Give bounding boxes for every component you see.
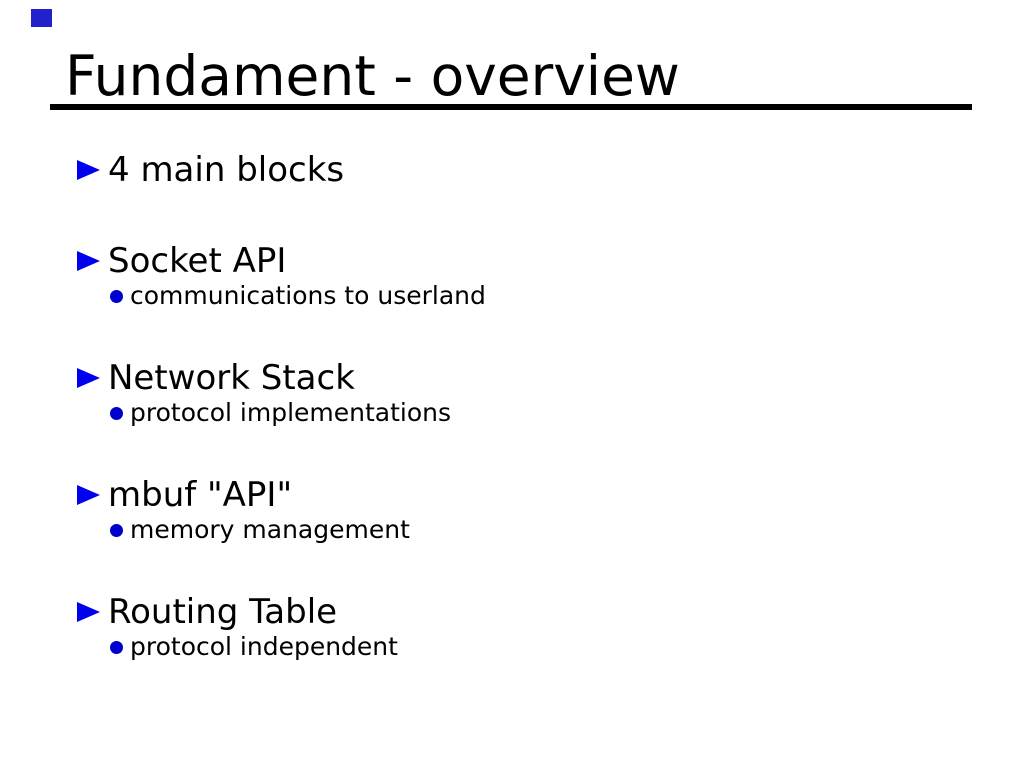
bullet-row: Routing Table: [77, 592, 994, 632]
bullet-label: Socket API: [108, 241, 287, 281]
bullet-row: mbuf "API": [77, 475, 994, 515]
sub-bullet-label: protocol independent: [130, 632, 398, 661]
dot-bullet-icon: [110, 640, 123, 654]
bullet-label: Routing Table: [108, 592, 338, 632]
bullet-row: Socket API: [77, 241, 994, 281]
sub-bullet-label: protocol implementations: [130, 398, 452, 427]
bullet-label: 4 main blocks: [108, 150, 345, 190]
triangle-bullet-icon: [77, 485, 100, 505]
title-underline: [50, 104, 972, 110]
triangle-bullet-icon: [77, 368, 100, 388]
dot-bullet-icon: [110, 406, 123, 420]
list-item: 4 main blocks: [77, 150, 994, 190]
list-item: mbuf "API"memory management: [77, 475, 994, 545]
bullet-label: mbuf "API": [108, 475, 293, 515]
sub-bullet-row: protocol independent: [77, 632, 994, 662]
bullet-row: Network Stack: [77, 358, 994, 398]
dot-bullet-icon: [110, 289, 123, 303]
sub-bullet-label: communications to userland: [130, 281, 486, 310]
corner-accent-square-icon: [31, 9, 52, 27]
bullet-label: Network Stack: [108, 358, 355, 398]
sub-bullet-label: memory management: [130, 515, 410, 544]
triangle-bullet-icon: [77, 602, 100, 622]
sub-bullet-row: protocol implementations: [77, 398, 994, 428]
triangle-bullet-icon: [77, 251, 100, 271]
triangle-bullet-icon: [77, 160, 100, 180]
dot-bullet-icon: [110, 523, 123, 537]
sub-bullet-row: memory management: [77, 515, 994, 545]
page-title: Fundament - overview: [65, 44, 680, 108]
bullet-row: 4 main blocks: [77, 150, 994, 190]
sub-bullet-row: communications to userland: [77, 281, 994, 311]
